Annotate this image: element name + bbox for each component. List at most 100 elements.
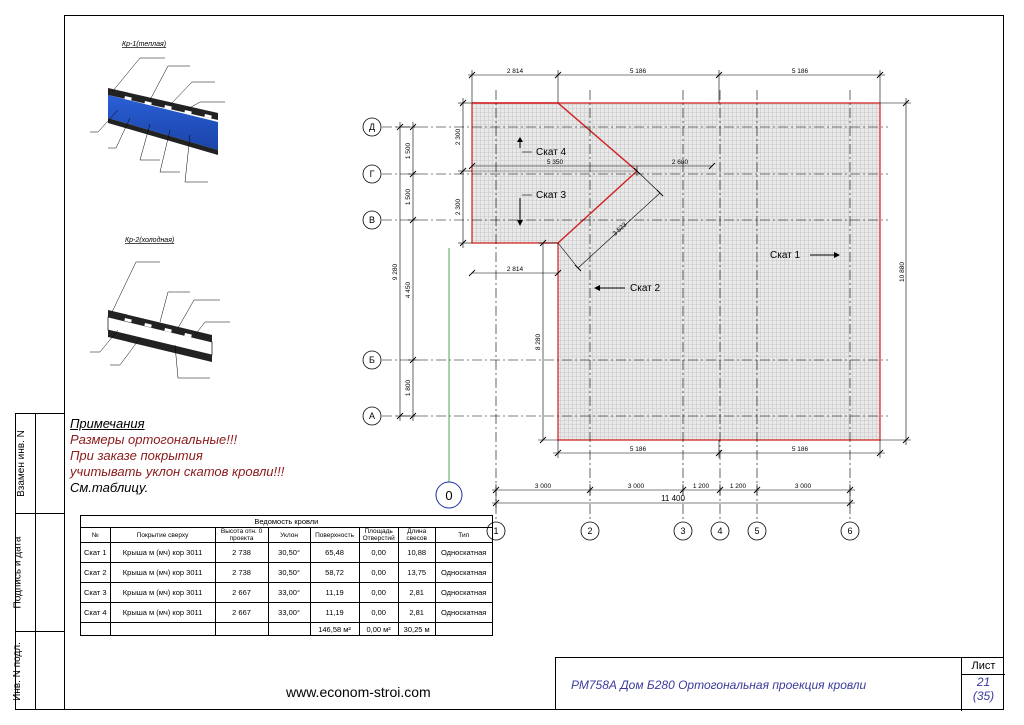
- axis-label: В: [369, 215, 375, 225]
- dimension-texts: 2 814 5 186 5 186 5 186 5 186 3 000 3 00…: [392, 68, 906, 503]
- axis-label: 2: [587, 526, 592, 536]
- detail-kr2: Кр-2(холодная): [90, 236, 230, 379]
- axis-label: Д: [369, 122, 375, 132]
- axis-label: А: [369, 411, 375, 421]
- table-cell: 11,19: [309, 582, 360, 603]
- side-stamp: Взамен инв. N Подпись и дата Инв. N подл…: [12, 413, 65, 710]
- sheet-current: 21: [976, 675, 991, 689]
- sheet-number: 21 (35): [962, 675, 1005, 703]
- website-link[interactable]: www.econom-stroi.com: [286, 684, 431, 700]
- slope-2-label: Скат 2: [630, 283, 661, 294]
- stamp-cell-sign: Подпись и дата: [12, 514, 65, 632]
- sheet-label: Лист: [962, 658, 1005, 675]
- dim-text: 5 186: [630, 68, 647, 75]
- table-cell: 33,00°: [267, 582, 311, 603]
- detail-kr1-title: Кр-1(теплая): [122, 41, 166, 48]
- table-cell: 2 667: [214, 582, 269, 603]
- axis-bubbles-letters: Д Г В Б А: [362, 117, 382, 426]
- slope-4-label: Скат 4: [536, 147, 567, 158]
- dim-text: 1 200: [693, 483, 710, 490]
- axis-zero-label: 0: [445, 488, 452, 503]
- table-header-row: № Покрытие сверху Высота отн. 0 проекта …: [80, 527, 493, 543]
- table-cell: 2 667: [214, 602, 269, 623]
- table-cell: Крыша м (мч) кор 3011: [109, 582, 216, 603]
- table-cell: 58,72: [309, 562, 360, 583]
- table-cell: Односкатная: [434, 562, 493, 583]
- table-cell: 65,48: [309, 542, 360, 563]
- table-cell: Крыша м (мч) кор 3011: [109, 602, 216, 623]
- table-header: Длина свесов: [397, 527, 436, 543]
- axis-label: 1: [493, 526, 498, 536]
- table-cell: 2,81: [397, 602, 436, 623]
- table-row: Скат 4 Крыша м (мч) кор 3011 2 667 33,00…: [80, 602, 493, 623]
- dim-text: 1 500: [405, 188, 412, 205]
- axis-label: Б: [369, 355, 375, 365]
- notes-title: Примечания: [70, 416, 145, 431]
- axis-label: 4: [717, 526, 722, 536]
- dim-text: 2 814: [507, 266, 524, 273]
- drawing-frame: [64, 15, 1004, 710]
- dim-text: 2 814: [507, 68, 524, 75]
- table-cell: Скат 2: [80, 562, 111, 583]
- notes-block: Примечания Размеры ортогональные!!! При …: [70, 416, 284, 496]
- slope-labels: Скат 4 Скат 3 Скат 2 Скат 1: [517, 137, 840, 294]
- table-cell: Крыша м (мч) кор 3011: [109, 542, 216, 563]
- detail-kr2-title: Кр-2(холодная): [125, 236, 174, 244]
- table-cell: Скат 3: [80, 582, 111, 603]
- notes-line: При заказе покрытия: [70, 448, 203, 463]
- dim-text: 3 000: [535, 483, 552, 490]
- axis-label: 5: [754, 526, 759, 536]
- table-header: Площадь Отверстий: [358, 527, 399, 543]
- table-cell: Односкатная: [434, 602, 493, 623]
- dimension-lines: [396, 70, 911, 508]
- dim-text: 2 300: [455, 128, 462, 145]
- table-cell: [109, 622, 216, 636]
- dimension-ticks: [396, 71, 910, 507]
- table-cell: 0,00: [358, 542, 399, 563]
- dim-text: 2 680: [672, 159, 689, 166]
- stamp-cell-replace: Взамен инв. N: [16, 414, 65, 514]
- dim-text: 9 280: [392, 263, 399, 280]
- slope-3-label: Скат 3: [536, 190, 567, 201]
- sheet-number-box: Лист 21 (35): [961, 658, 1005, 711]
- table-cell: 2 738: [214, 562, 269, 583]
- table-row: Скат 2 Крыша м (мч) кор 3011 2 738 30,50…: [80, 562, 493, 583]
- table-totals-row: 146,58 м² 0,00 м² 30,25 м: [80, 622, 493, 636]
- table-cell: 30,50°: [267, 562, 311, 583]
- dim-text: 5 186: [630, 446, 647, 453]
- table-cell: 30,50°: [267, 542, 311, 563]
- roof-surface: [471, 102, 881, 441]
- table-cell: 0,00: [358, 582, 399, 603]
- table-cell: 30,25 м: [397, 622, 436, 636]
- table-cell: [80, 622, 111, 636]
- table-cell: [214, 622, 269, 636]
- table-cell: 13,75: [397, 562, 436, 583]
- table-cell: 11,19: [309, 602, 360, 623]
- axis-bubbles-numbers: 1 2 3 4 5 6 0: [435, 481, 860, 541]
- table-caption: Ведомость кровли: [80, 515, 493, 528]
- table-header: Уклон: [267, 527, 311, 543]
- table-cell: 10,88: [397, 542, 436, 563]
- dim-text: 5 186: [792, 68, 809, 75]
- title-block: РМ758А Дом Б280 Ортогональная проекция к…: [555, 657, 1005, 711]
- dim-text: 5 186: [792, 446, 809, 453]
- notes-line: См.таблицу.: [70, 480, 149, 495]
- dim-text: 3 000: [628, 483, 645, 490]
- table-header: Тип: [434, 527, 493, 543]
- dim-text: 5 350: [547, 159, 564, 166]
- dim-text: 1 800: [405, 379, 412, 396]
- slope-1-label: Скат 1: [770, 250, 801, 261]
- table-row: Скат 1 Крыша м (мч) кор 3011 2 738 30,50…: [80, 542, 493, 563]
- dim-text: 1 500: [405, 142, 412, 159]
- axis-label: 3: [680, 526, 685, 536]
- axis-label: 6: [847, 526, 852, 536]
- table-cell: 2,81: [397, 582, 436, 603]
- table-cell: 146,58 м²: [309, 622, 360, 636]
- table-header: №: [80, 527, 111, 543]
- table-cell: 0,00: [358, 562, 399, 583]
- table-header: Покрытие сверху: [109, 527, 216, 543]
- sheet-description: РМ758А Дом Б280 Ортогональная проекция к…: [571, 678, 867, 692]
- table-row: Скат 3 Крыша м (мч) кор 3011 2 667 33,00…: [80, 582, 493, 603]
- dim-text: 2 300: [455, 198, 462, 215]
